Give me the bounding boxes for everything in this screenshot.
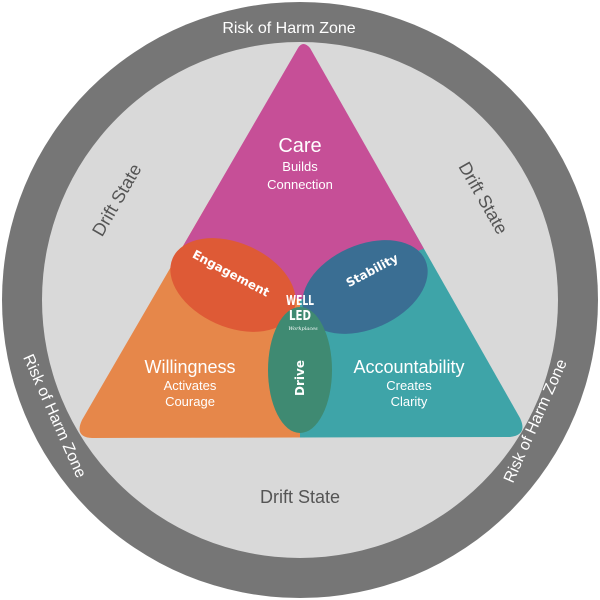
accountability-line1: Creates (386, 378, 432, 393)
engagement-overlap (170, 238, 296, 332)
accountability-line2: Clarity (391, 394, 428, 409)
drive-overlap (268, 307, 332, 433)
care-line2: Connection (267, 177, 333, 192)
accountability-title: Accountability (353, 357, 464, 377)
drift-state-label-bottom: Drift State (260, 487, 340, 507)
care-title: Care (278, 135, 321, 157)
drive-label: Drive (293, 360, 307, 396)
well-led-logo: WELL LED Workplaces (286, 294, 318, 332)
willingness-line2: Courage (165, 394, 215, 409)
stability-overlap (302, 240, 428, 334)
willingness-line1: Activates (164, 378, 217, 393)
logo-sub: Workplaces (288, 326, 318, 332)
logo-line1: WELL (286, 294, 314, 309)
risk-zone-label-top: Risk of Harm Zone (222, 20, 355, 37)
care-line1: Builds (282, 159, 318, 174)
willingness-title: Willingness (144, 357, 235, 377)
logo-line2: LED (289, 309, 311, 324)
